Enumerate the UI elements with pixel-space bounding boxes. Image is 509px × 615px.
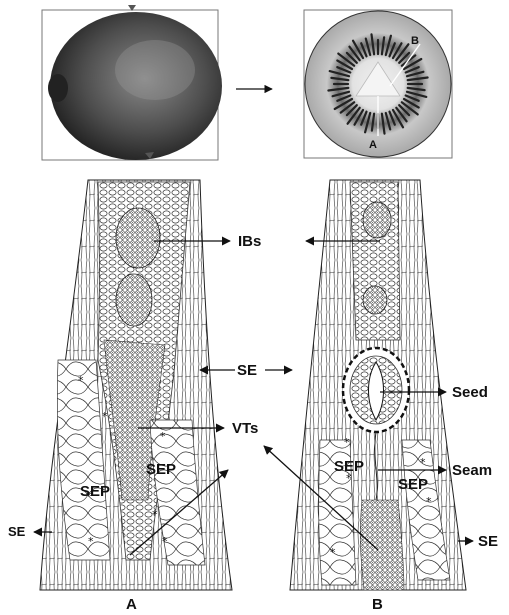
cut-fruit-photo: A B bbox=[304, 10, 452, 158]
ib-bundle-lower-a bbox=[116, 274, 152, 326]
label-sep-a-lower: SEP bbox=[80, 483, 110, 500]
panel-label-b: B bbox=[372, 596, 383, 613]
svg-text:*: * bbox=[426, 495, 432, 508]
label-se-left: SE bbox=[8, 524, 26, 539]
label-se-mid: SE bbox=[237, 362, 257, 379]
svg-text:*: * bbox=[344, 436, 350, 449]
svg-text:*: * bbox=[78, 374, 84, 387]
label-sep-a-upper: SEP bbox=[146, 461, 176, 478]
panel-label-a: A bbox=[126, 596, 137, 613]
ib-bundle-upper-a bbox=[116, 208, 160, 268]
label-seed: Seed bbox=[452, 384, 488, 401]
cut-fruit-label-a: A bbox=[369, 139, 377, 151]
svg-text:*: * bbox=[162, 535, 168, 548]
label-se-right: SE bbox=[478, 533, 498, 550]
svg-text:*: * bbox=[420, 456, 426, 469]
label-seam: Seam bbox=[452, 462, 492, 479]
whole-fruit-photo bbox=[42, 5, 222, 160]
label-vts: VTs bbox=[232, 420, 258, 437]
svg-text:*: * bbox=[152, 508, 158, 521]
ib-bundle-upper-b bbox=[363, 202, 391, 238]
label-sep-b-right: SEP bbox=[398, 476, 428, 493]
svg-text:*: * bbox=[330, 546, 336, 559]
svg-text:*: * bbox=[102, 410, 108, 423]
cut-fruit-label-b: B bbox=[411, 35, 419, 47]
svg-text:*: * bbox=[88, 535, 94, 548]
svg-text:*: * bbox=[160, 430, 166, 443]
label-sep-b-left: SEP bbox=[334, 458, 364, 475]
seed-cross-section bbox=[343, 348, 409, 432]
ib-bundle-lower-b bbox=[363, 286, 387, 314]
label-ibs: IBs bbox=[238, 233, 261, 250]
